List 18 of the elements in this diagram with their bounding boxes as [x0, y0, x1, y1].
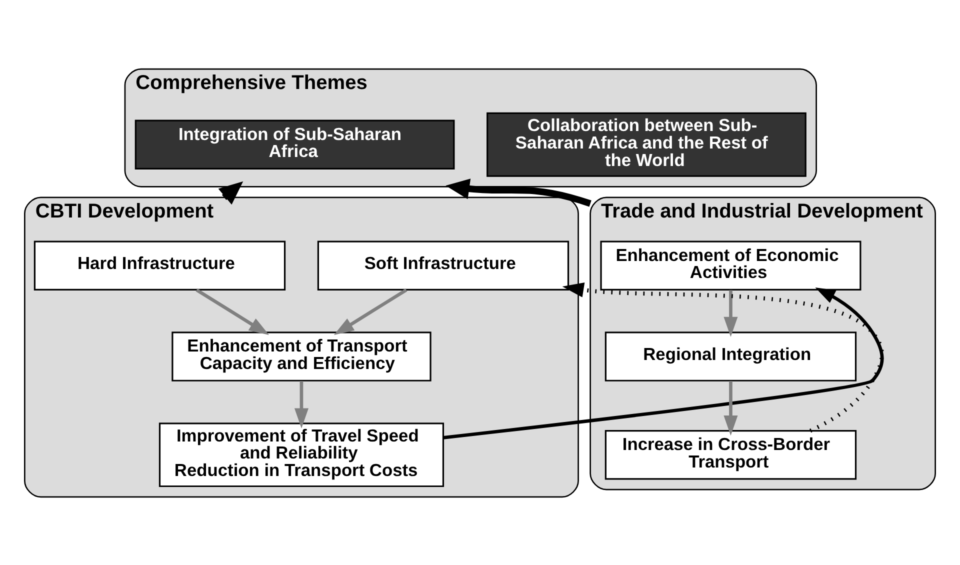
arrow	[724, 290, 738, 336]
arrow	[446, 178, 592, 206]
node-box: Improvement of Travel Speed and Reliability Reduction in Transport Costs	[158, 422, 444, 487]
node-box: Integration of Sub-Saharan Africa	[134, 119, 455, 169]
arrow	[218, 180, 244, 204]
node-box: Soft Infrastructure	[317, 240, 570, 290]
node-box: Enhancement of Transport Capacity and Efficiency	[172, 331, 432, 381]
node-box: Hard Infrastructure	[34, 240, 286, 290]
node-box: Regional Integration	[604, 331, 857, 381]
node-box: Increase in Cross-Border Transport	[604, 429, 857, 480]
arrow	[294, 380, 309, 428]
node-box: Collaboration between Sub-Saharan Africa and the Rest of the World	[486, 112, 806, 176]
arrow	[724, 380, 738, 436]
arrow	[196, 288, 270, 335]
arrow	[562, 282, 884, 432]
node-box: Enhancement of Economic Activities	[600, 240, 862, 290]
arrow	[443, 286, 884, 439]
arrow	[334, 288, 408, 335]
